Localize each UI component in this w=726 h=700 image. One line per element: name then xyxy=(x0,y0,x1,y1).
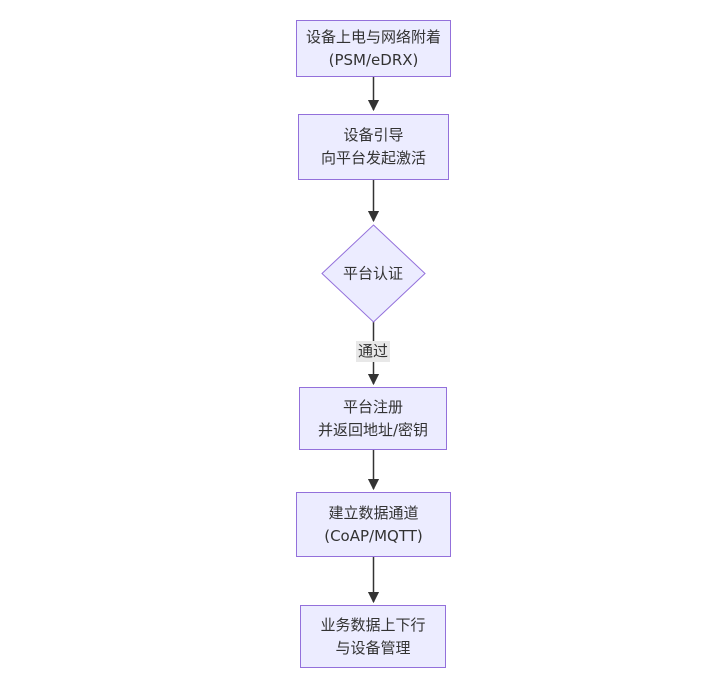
node-platform-auth-label: 平台认证 xyxy=(342,264,404,283)
node-label: 建立数据通道 xyxy=(328,503,419,522)
node-label: (CoAP/MQTT) xyxy=(324,526,423,545)
node-business-data: 业务数据上下行 与设备管理 xyxy=(300,605,446,668)
node-bootstrap-activate: 设备引导 向平台发起激活 xyxy=(298,114,449,180)
node-data-channel: 建立数据通道 (CoAP/MQTT) xyxy=(296,492,451,557)
node-label: 与设备管理 xyxy=(335,638,411,657)
node-power-attach: 设备上电与网络附着 (PSM/eDRX) xyxy=(296,20,451,77)
node-label: 设备上电与网络附着 xyxy=(305,27,441,46)
node-platform-register: 平台注册 并返回地址/密钥 xyxy=(299,387,447,450)
edge-label-pass: 通过 xyxy=(355,341,391,362)
node-label: 并返回地址/密钥 xyxy=(317,420,429,439)
node-label: 业务数据上下行 xyxy=(320,615,426,634)
node-label: 向平台发起激活 xyxy=(320,149,426,167)
node-label: 设备引导 xyxy=(343,126,404,144)
node-platform-auth-diamond xyxy=(321,224,426,323)
node-label: 平台注册 xyxy=(342,397,403,416)
node-label: (PSM/eDRX) xyxy=(328,50,419,69)
